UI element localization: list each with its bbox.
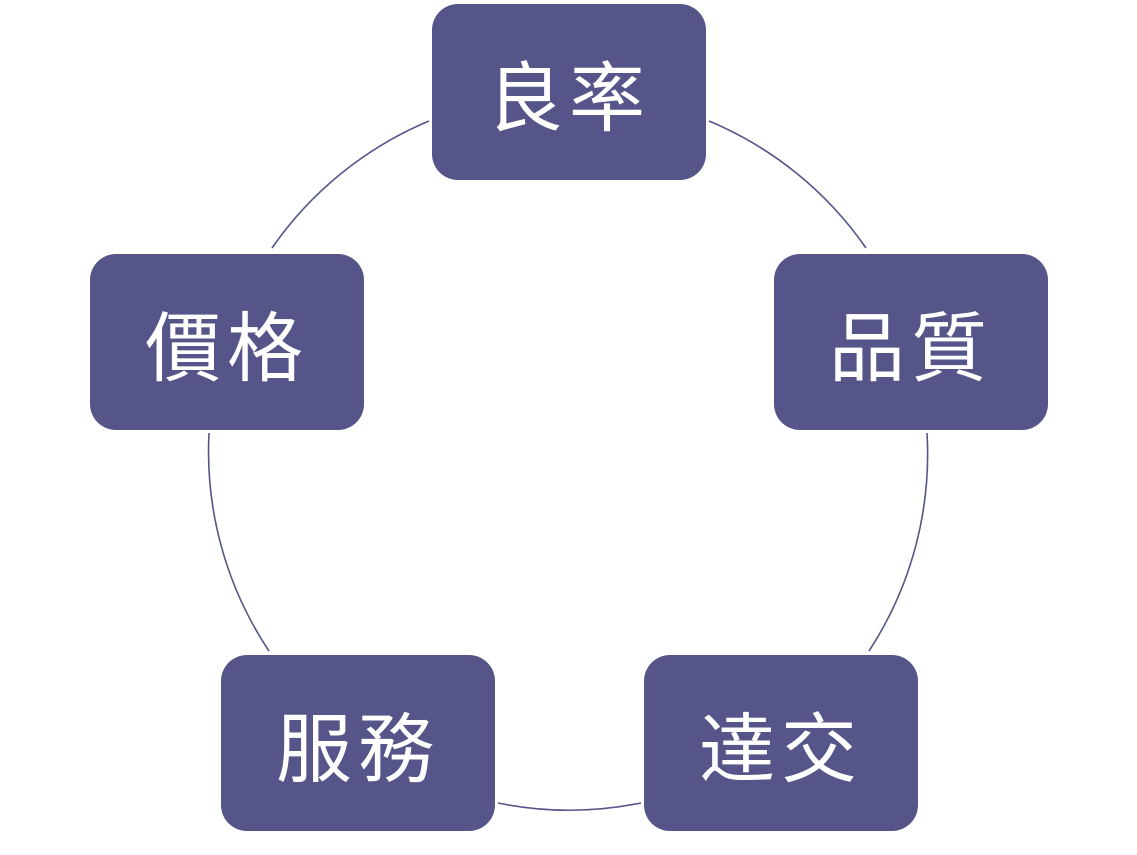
node-quality: 品質 (774, 254, 1048, 430)
node-label: 價格 (145, 304, 309, 393)
connector-arc-5 (271, 120, 430, 249)
connector-arc-4 (207, 432, 270, 652)
node-label: 達交 (699, 705, 863, 794)
node-label: 良率 (487, 54, 651, 143)
node-price: 價格 (90, 254, 364, 430)
connector-arc-3 (497, 802, 642, 811)
node-delivery: 達交 (644, 655, 918, 831)
connector-arc-2 (868, 432, 929, 652)
node-label: 服務 (276, 705, 440, 794)
connector-arc-1 (708, 120, 867, 249)
node-service: 服務 (221, 655, 495, 831)
node-label: 品質 (829, 304, 993, 393)
node-yield: 良率 (432, 4, 706, 180)
